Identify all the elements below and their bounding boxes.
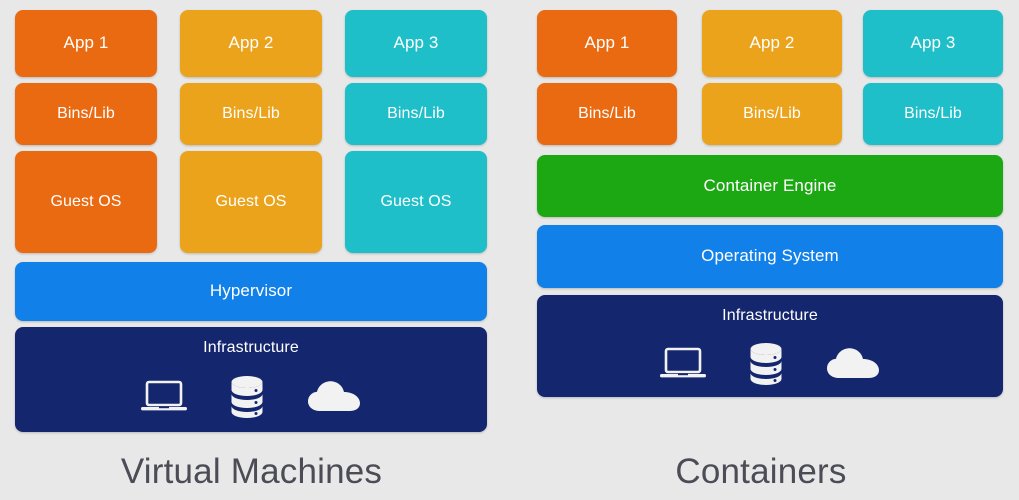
vm-guest-os-1-box[interactable]: Guest OS <box>15 151 157 253</box>
vm-infrastructure-label: Infrastructure <box>203 339 299 356</box>
vm-app-3-label: App 3 <box>393 33 439 53</box>
cloud-icon <box>826 347 880 381</box>
vm-binslib-3-label: Bins/Lib <box>387 105 445 123</box>
cloud-icon <box>307 380 361 414</box>
database-icon <box>748 342 784 386</box>
virtual-machines-title: Virtual Machines <box>120 452 383 491</box>
panel-virtual-machines: App 1 App 2 App 3 Bins/Lib Bins/Lib Bins… <box>0 0 503 500</box>
operating-system-box[interactable]: Operating System <box>537 225 1003 288</box>
vm-binslib-3-box[interactable]: Bins/Lib <box>345 83 487 145</box>
ct-binslib-2-label: Bins/Lib <box>743 105 801 123</box>
vm-guest-os-3-box[interactable]: Guest OS <box>345 151 487 253</box>
ct-app-1-box[interactable]: App 1 <box>537 10 677 77</box>
ct-app-2-label: App 2 <box>749 33 795 53</box>
hypervisor-box[interactable]: Hypervisor <box>15 262 487 321</box>
ct-binslib-1-label: Bins/Lib <box>578 105 636 123</box>
vm-app-1-label: App 1 <box>63 33 109 53</box>
vm-app-1-box[interactable]: App 1 <box>15 10 157 77</box>
vm-binslib-2-label: Bins/Lib <box>222 105 280 123</box>
ct-infrastructure-label: Infrastructure <box>722 307 818 324</box>
operating-system-label: Operating System <box>701 246 839 266</box>
containers-title: Containers <box>675 452 847 491</box>
vm-binslib-1-box[interactable]: Bins/Lib <box>15 83 157 145</box>
ct-infrastructure-box[interactable]: Infrastructure <box>537 295 1003 397</box>
laptop-icon <box>141 380 187 414</box>
ct-app-3-box[interactable]: App 3 <box>863 10 1003 77</box>
ct-binslib-3-label: Bins/Lib <box>904 105 962 123</box>
ct-app-3-label: App 3 <box>910 33 956 53</box>
laptop-icon <box>660 347 706 381</box>
ct-app-2-box[interactable]: App 2 <box>702 10 842 77</box>
container-engine-box[interactable]: Container Engine <box>537 155 1003 217</box>
ct-infrastructure-icon-row <box>537 331 1003 397</box>
panel-containers: App 1 App 2 App 3 Bins/Lib Bins/Lib Bins… <box>503 0 1019 500</box>
vm-app-2-box[interactable]: App 2 <box>180 10 322 77</box>
database-icon <box>229 375 265 419</box>
ct-binslib-1-box[interactable]: Bins/Lib <box>537 83 677 145</box>
ct-app-1-label: App 1 <box>584 33 630 53</box>
vm-guest-os-3-label: Guest OS <box>380 193 452 211</box>
vm-app-3-box[interactable]: App 3 <box>345 10 487 77</box>
container-engine-label: Container Engine <box>703 175 837 195</box>
vm-binslib-2-box[interactable]: Bins/Lib <box>180 83 322 145</box>
ct-binslib-3-box[interactable]: Bins/Lib <box>863 83 1003 145</box>
vm-app-2-label: App 2 <box>228 33 274 53</box>
vm-guest-os-2-label: Guest OS <box>215 193 287 211</box>
vm-guest-os-2-box[interactable]: Guest OS <box>180 151 322 253</box>
ct-binslib-2-box[interactable]: Bins/Lib <box>702 83 842 145</box>
vm-infrastructure-icon-row <box>15 363 487 432</box>
hypervisor-label: Hypervisor <box>209 281 293 301</box>
vm-infrastructure-box[interactable]: Infrastructure <box>15 327 487 432</box>
vm-guest-os-1-label: Guest OS <box>50 193 122 211</box>
vm-binslib-1-label: Bins/Lib <box>57 105 115 123</box>
